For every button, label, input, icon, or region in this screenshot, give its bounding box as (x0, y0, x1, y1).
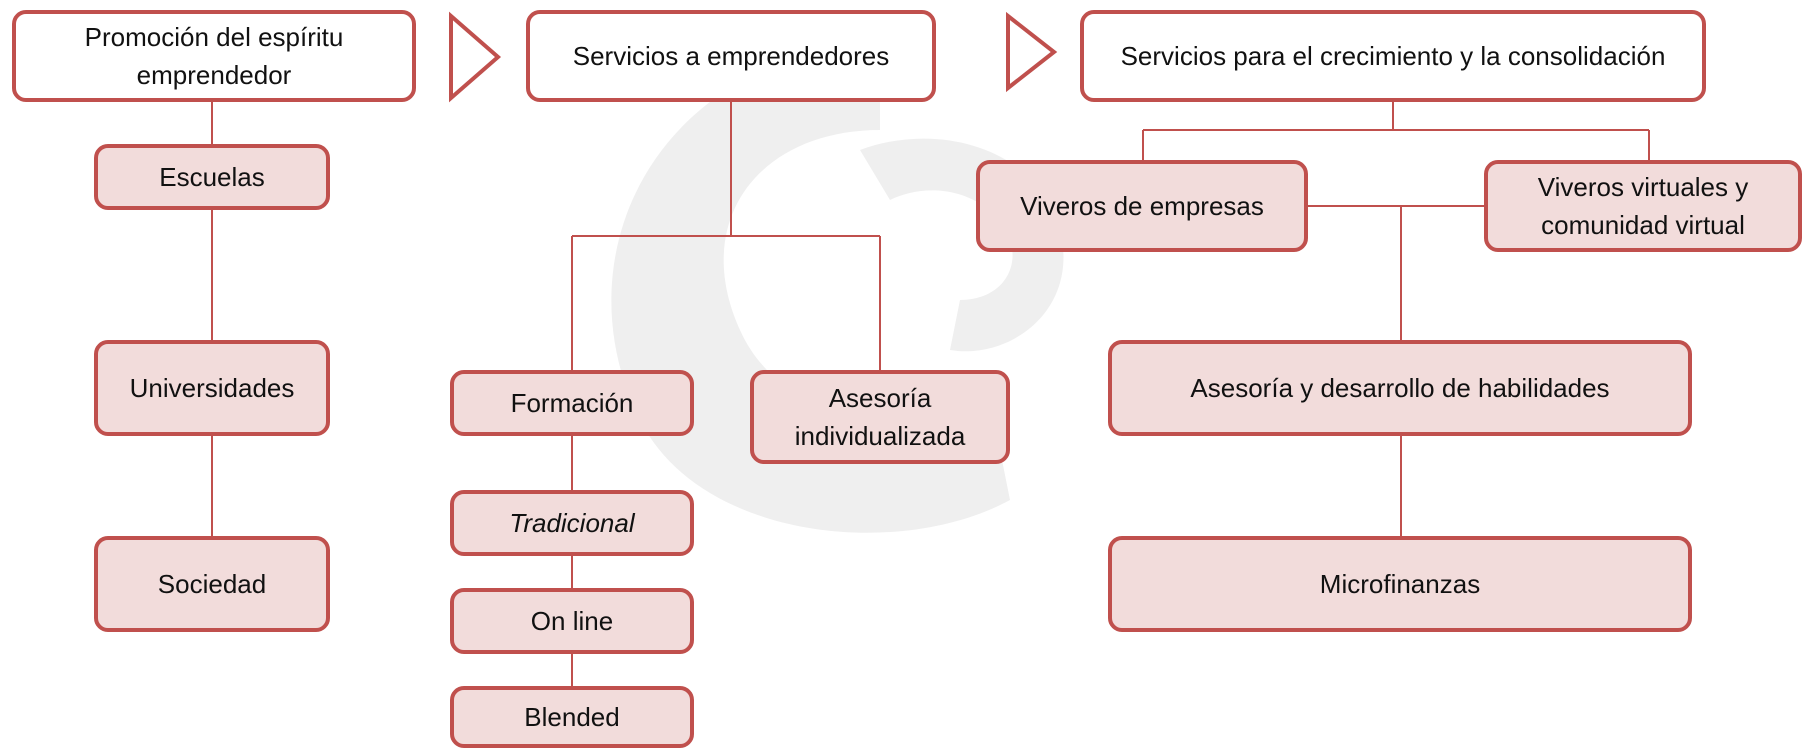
node-label: On line (530, 606, 614, 636)
node-label: Formación (510, 388, 634, 418)
node-label: Promoción del espíritu emprendedor (84, 22, 344, 90)
node-viveros-virtuales: Viveros virtuales y comunidad virtual (1484, 160, 1802, 252)
node-sociedad: Sociedad (94, 536, 330, 632)
node-tradicional: Tradicional (450, 490, 694, 556)
node-asesoria-habilidades: Asesoría y desarrollo de habilidades (1108, 340, 1692, 436)
node-label: Universidades (129, 373, 295, 403)
node-label: Servicios para el crecimiento y la conso… (1120, 41, 1666, 71)
node-servicios-emprendedores: Servicios a emprendedores (526, 10, 936, 102)
node-universidades: Universidades (94, 340, 330, 436)
node-label: Sociedad (157, 569, 267, 599)
node-microfinanzas: Microfinanzas (1108, 536, 1692, 632)
node-label: Microfinanzas (1319, 569, 1481, 599)
node-viveros-empresas: Viveros de empresas (976, 160, 1308, 252)
arrow-right-icon (449, 11, 502, 103)
node-label: Blended (524, 702, 620, 732)
node-label: Viveros virtuales y comunidad virtual (1537, 172, 1749, 240)
node-promocion-espiritu: Promoción del espíritu emprendedor (12, 10, 416, 102)
node-online: On line (450, 588, 694, 654)
node-label: Asesoría y desarrollo de habilidades (1190, 373, 1610, 403)
node-label: Viveros de empresas (1020, 191, 1264, 221)
node-label: Tradicional (509, 508, 635, 538)
node-label: Asesoría individualizada (794, 383, 966, 451)
node-escuelas: Escuelas (94, 144, 330, 210)
node-label: Escuelas (159, 162, 265, 192)
node-label: Servicios a emprendedores (572, 41, 890, 71)
node-formacion: Formación (450, 370, 694, 436)
arrow-right-icon (1006, 11, 1058, 93)
node-servicios-crecimiento: Servicios para el crecimiento y la conso… (1080, 10, 1706, 102)
node-asesoria-individualizada: Asesoría individualizada (750, 370, 1010, 464)
node-blended: Blended (450, 686, 694, 748)
